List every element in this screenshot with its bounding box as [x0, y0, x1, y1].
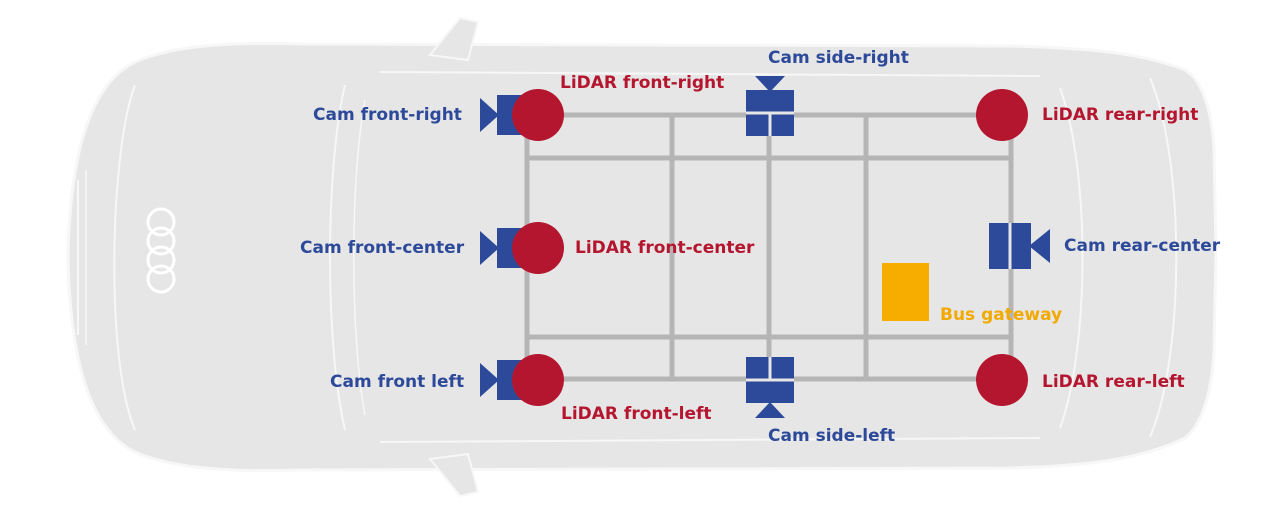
- label-cam-side-left: Cam side-left: [768, 426, 896, 446]
- logo-ring-2: [146, 226, 176, 256]
- logo-ring-4: [146, 264, 176, 294]
- bus-gateway-box: [882, 263, 929, 321]
- windshield-inner-line: [353, 99, 366, 416]
- rear-line: [1149, 77, 1178, 438]
- label-lidar-rear-left: LiDAR rear-left: [1042, 372, 1185, 392]
- car-body: [66, 41, 1218, 473]
- label-lidar-rear-right: LiDAR rear-right: [1042, 105, 1199, 125]
- lidar-front-left: [512, 354, 564, 406]
- label-bus-gateway: Bus gateway: [940, 305, 1063, 325]
- label-lidar-front-left: LiDAR front-left: [561, 404, 712, 424]
- brand-rings-logo: [146, 207, 176, 294]
- logo-ring-1: [146, 207, 176, 237]
- logo-ring-3: [146, 245, 176, 275]
- camera-lens: [480, 98, 499, 132]
- roof-line-top: [379, 71, 1041, 77]
- mirror-right: [428, 16, 480, 62]
- lidar-rear-right: [976, 89, 1028, 141]
- camera-rear-center: [989, 223, 1050, 269]
- label-lidar-front-right: LiDAR front-right: [560, 73, 725, 93]
- lidar-front-right: [512, 89, 564, 141]
- label-lidar-front-center: LiDAR front-center: [575, 238, 755, 258]
- label-cam-side-right: Cam side-right: [768, 48, 909, 68]
- roof-line-bottom: [379, 437, 1041, 443]
- label-cam-front-center: Cam front-center: [300, 238, 465, 258]
- camera-side-left: [746, 357, 794, 418]
- lidar-front-center: [512, 222, 564, 274]
- camera-lens: [480, 363, 499, 397]
- rear-window-line: [1059, 87, 1084, 429]
- lidar-rear-left: [976, 354, 1028, 406]
- label-cam-front-right: Cam front-right: [313, 105, 462, 125]
- label-cam-rear-center: Cam rear-center: [1064, 236, 1221, 256]
- windshield-line: [329, 84, 346, 431]
- camera-lens: [1029, 229, 1050, 263]
- camera-lens: [480, 231, 499, 265]
- mirror-left: [428, 452, 480, 498]
- camera-lens: [755, 402, 785, 418]
- camera-lens: [755, 76, 785, 92]
- label-cam-front-left: Cam front left: [330, 372, 465, 392]
- hood-line: [113, 84, 136, 431]
- car-silhouette: [66, 16, 1218, 498]
- camera-side-right: [746, 76, 794, 136]
